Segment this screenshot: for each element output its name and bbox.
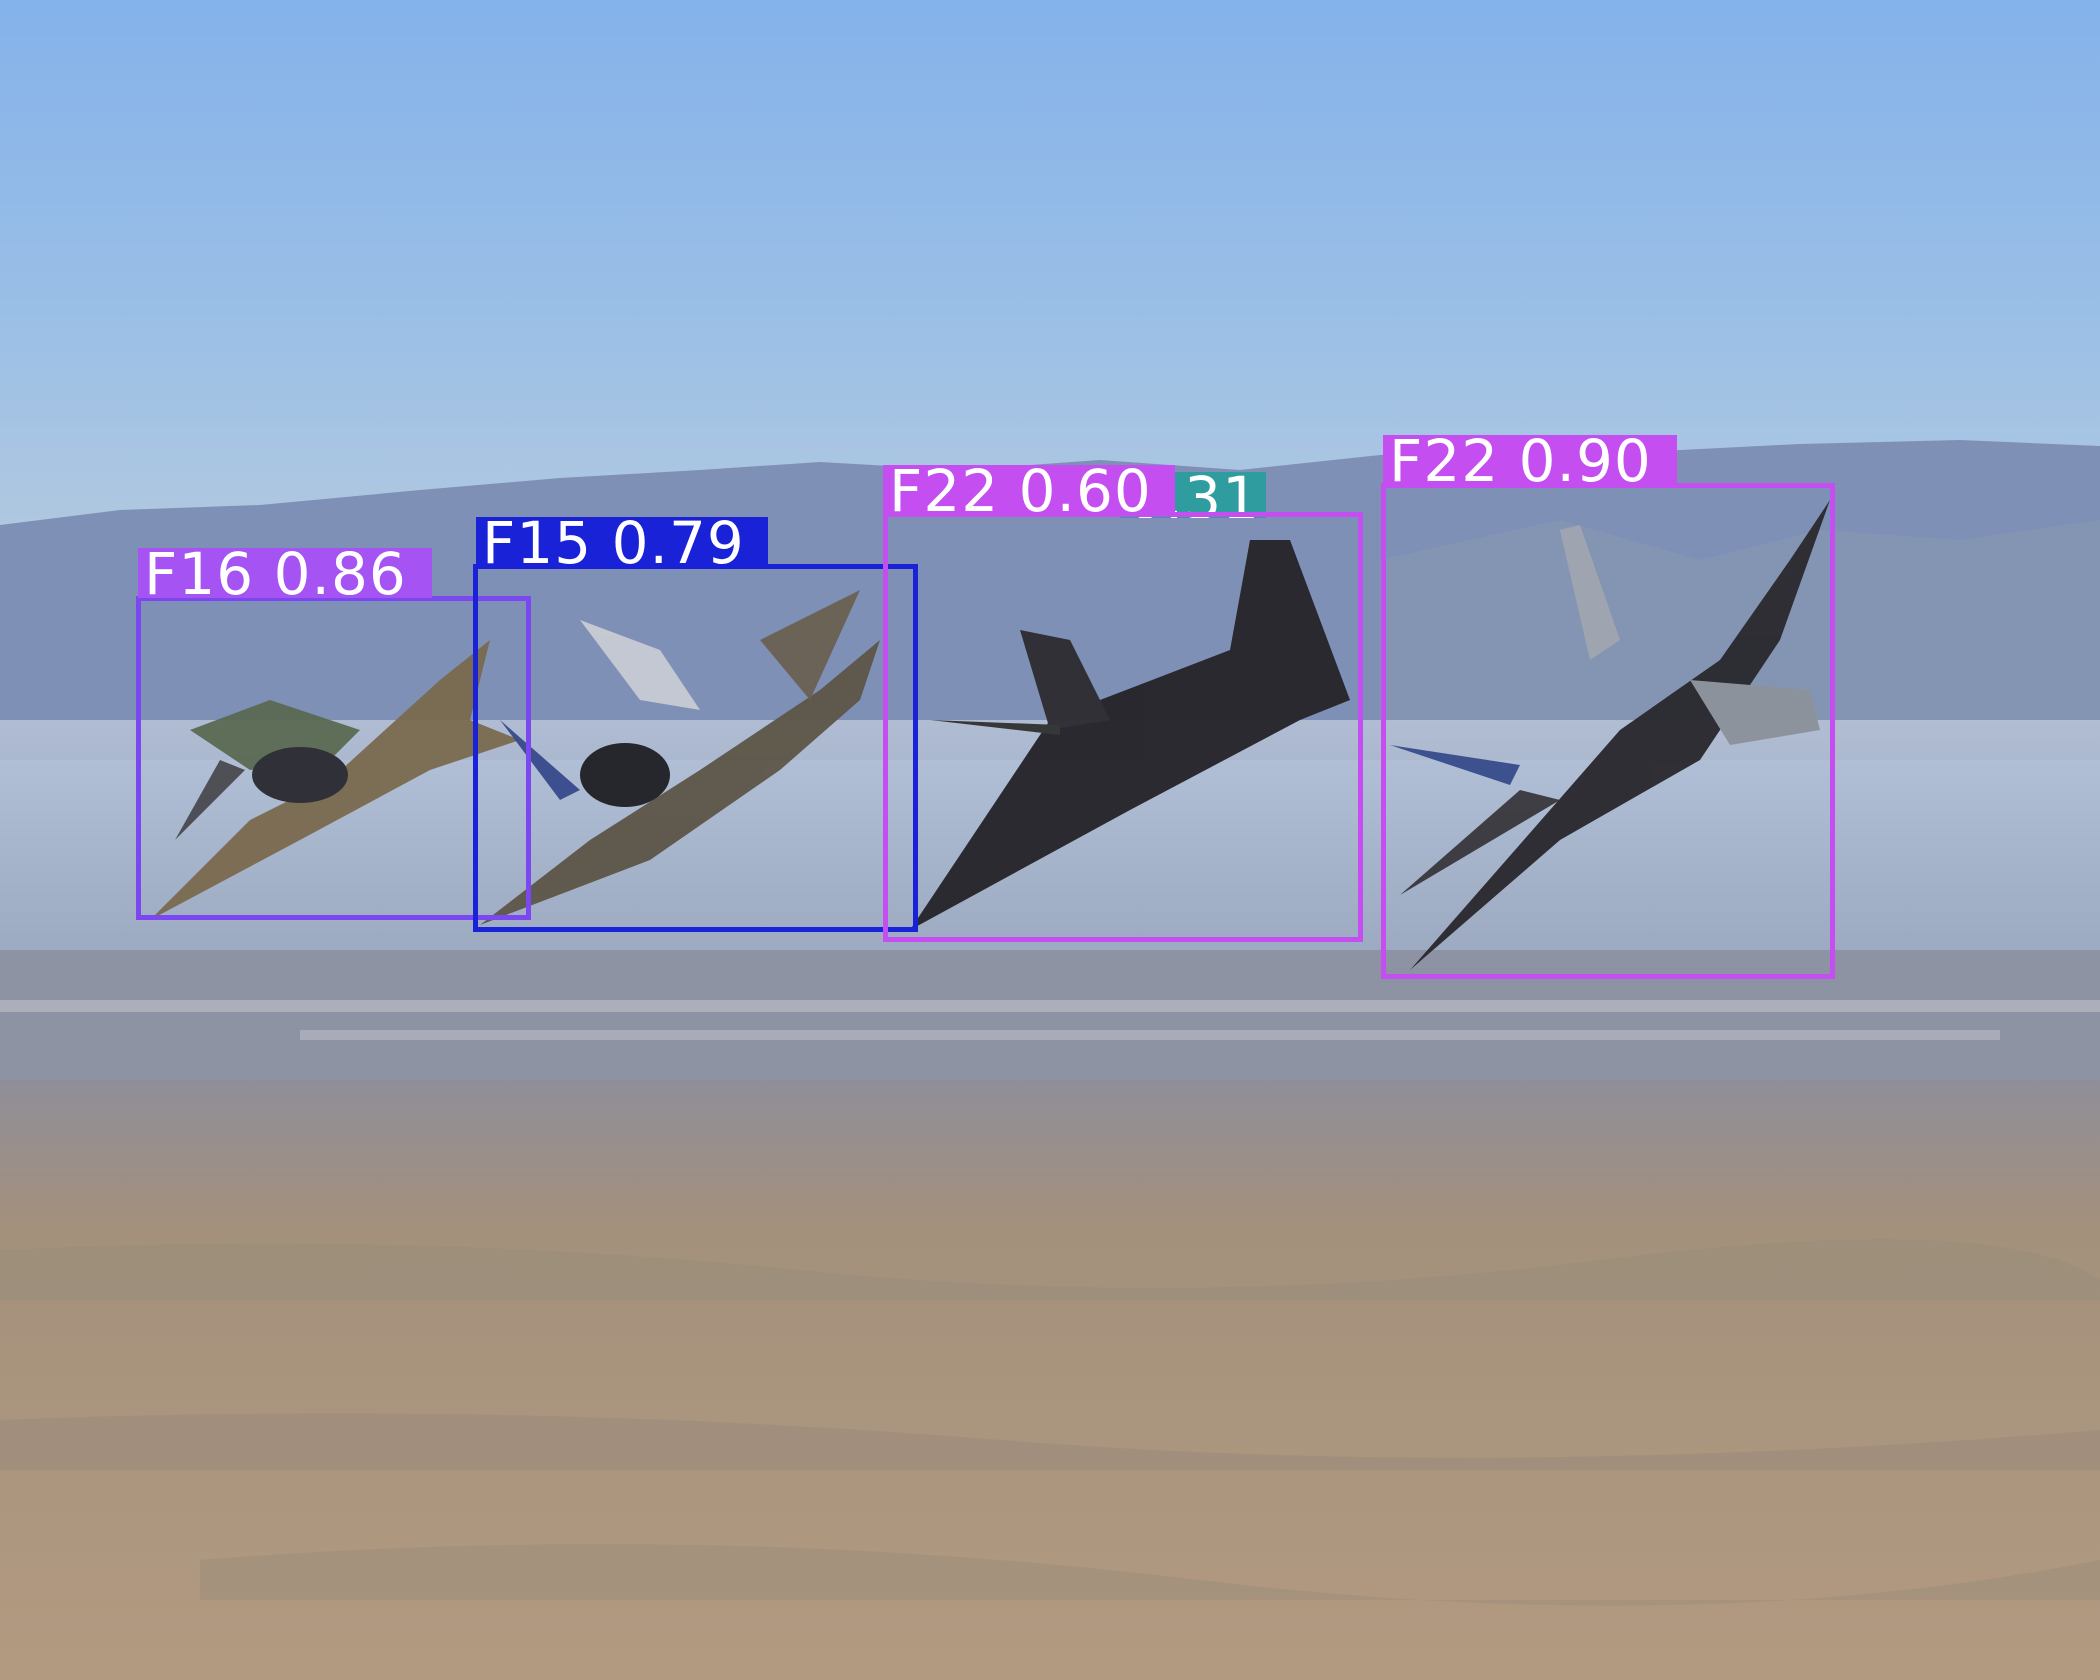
detection-box-f16 [136, 596, 531, 920]
aircraft-f15 [480, 590, 880, 925]
aircraft-vulcan [910, 540, 1350, 930]
detection-label-f22: F22 0.90 [1383, 432, 1677, 490]
detection-label-f22: F22 0.60 [883, 462, 1175, 520]
aircraft-f22 [1390, 500, 1830, 970]
detection-label-f15: F15 0.79 [476, 514, 768, 572]
detection-box-f22 [883, 512, 1363, 942]
detection-box-f22 [1381, 483, 1835, 979]
aircraft-f16 [150, 640, 520, 920]
detection-label-f16: F16 0.86 [138, 545, 432, 603]
detection-box-f15 [473, 564, 918, 932]
